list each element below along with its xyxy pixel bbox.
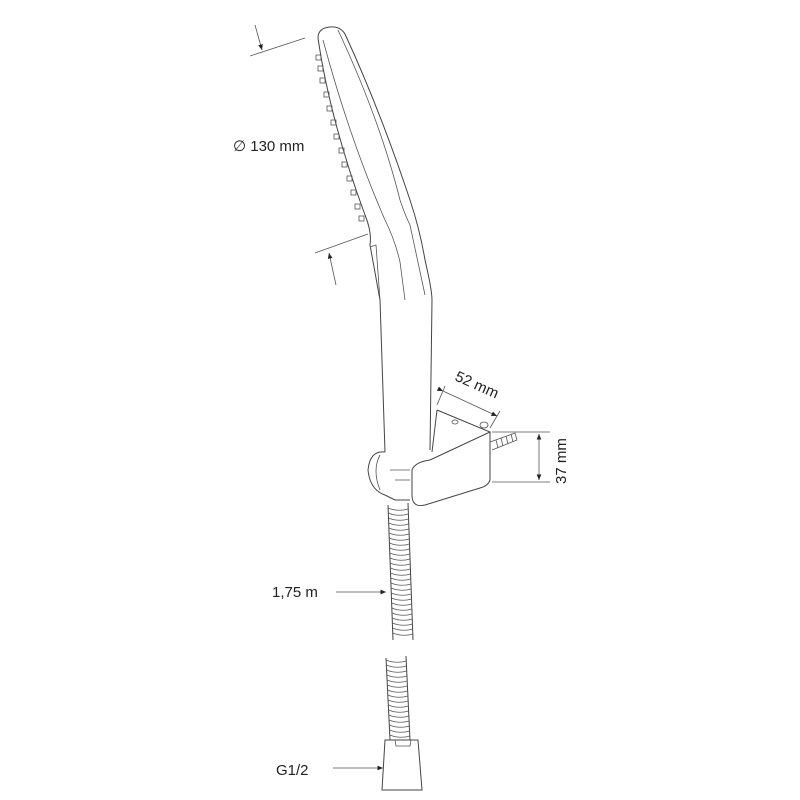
hose-length-label: 1,75 m [272,584,318,601]
connection-label: G1/2 [276,762,309,779]
dimension-head-diameter: ∅ 130 mm [233,24,369,286]
spray-nozzles [315,54,365,222]
wall-bracket [367,409,518,506]
dimension-hose-length: 1,75 m [272,584,386,601]
head-diameter-label: ∅ 130 mm [233,138,304,155]
hose-nut [381,739,423,791]
bracket-depth-label: 52 mm [452,368,501,402]
dimension-bracket-height: 37 mm [492,431,570,484]
hose [385,502,414,741]
wall-screw [489,432,518,451]
shower-head [315,26,433,453]
dimension-bracket-depth: 52 mm [436,368,501,429]
dimension-connection: G1/2 [276,762,383,779]
bracket-height-label: 37 mm [553,438,570,484]
